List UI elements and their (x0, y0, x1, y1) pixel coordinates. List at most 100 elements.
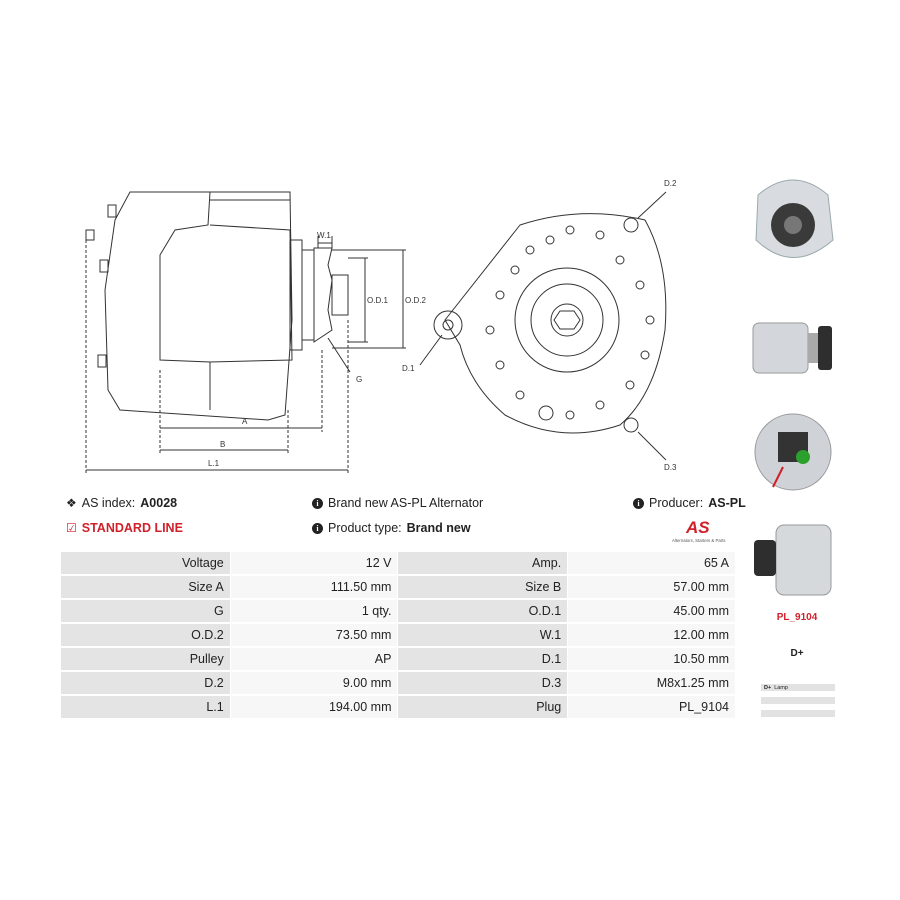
logo-mark: AS (685, 518, 710, 537)
terminal-stud (85, 229, 95, 241)
spec-value: 194.00 mm (229, 694, 399, 720)
product-photo-front (755, 179, 834, 258)
spec-value: PL_9104 (567, 694, 736, 720)
info-icon: i (312, 522, 323, 534)
producer-label: Producer: (649, 496, 704, 510)
as-index-row: ❖ AS index: A0028 (66, 496, 177, 510)
spec-value: 9.00 mm (229, 670, 399, 696)
alternator-front-body (444, 213, 667, 434)
leader-d2 (637, 191, 667, 219)
label-b: B (220, 440, 225, 449)
standard-line-row: ☑ STANDARD LINE (66, 521, 183, 535)
pulley-nut (550, 303, 584, 337)
technical-drawing: W.1 O.D.1 O.D.2 G A B L.1 D.1 D.2 D.3 (60, 170, 740, 480)
drawing-svg: W.1 O.D.1 O.D.2 G A B L.1 D.1 D.2 D.3 (85, 179, 677, 475)
label-d3: D.3 (664, 463, 677, 472)
front-housing-ring (514, 267, 620, 373)
label-d2: D.2 (664, 179, 677, 188)
legend-desc: Lamp (774, 684, 788, 691)
spec-label: D.2 (60, 670, 231, 696)
spec-value: 57.00 mm (567, 574, 736, 600)
info-icon: i (312, 497, 323, 509)
tag-icon: ❖ (66, 496, 77, 510)
product-photo-rear (754, 413, 832, 491)
spec-label: Voltage (60, 551, 231, 576)
label-od2: O.D.2 (405, 296, 426, 305)
spec-label: Size A (60, 574, 231, 600)
label-w1: W.1 (317, 231, 331, 240)
info-icon: i (633, 497, 644, 509)
as-pl-logo: AS Alternators, Starters & Parts (672, 518, 726, 543)
brand-new-text: Brand new AS-PL Alternator (328, 496, 484, 510)
spec-value: 111.50 mm (229, 574, 399, 600)
spec-label: D.1 (397, 646, 569, 672)
product-type-row: i Product type: Brand new (312, 521, 471, 535)
label-od1: O.D.1 (367, 296, 388, 305)
spec-value: 73.50 mm (229, 622, 399, 648)
spec-label: G (60, 598, 231, 624)
mount-hole-d3 (538, 405, 554, 421)
spec-label: L.1 (60, 694, 231, 720)
plug-terminal: D+ (790, 648, 804, 659)
mount-hole-d2 (623, 217, 639, 233)
leader-d3 (637, 431, 667, 461)
spec-value: 12.00 mm (567, 622, 736, 648)
spec-value: 45.00 mm (567, 598, 736, 624)
spec-label: Plug (397, 694, 569, 720)
side-collar (301, 249, 315, 341)
leader-d1 (419, 334, 443, 366)
as-index-label: AS index: (81, 496, 136, 510)
spec-value: AP (229, 646, 399, 672)
legend-row (761, 710, 835, 717)
side-body-inner (209, 199, 293, 363)
spec-value: 65 A (567, 551, 736, 576)
producer-value: AS-PL (708, 496, 746, 510)
plug-name: PL_9104 (776, 612, 818, 623)
legend-pin: D+ (764, 684, 772, 691)
as-index-value: A0028 (140, 496, 178, 510)
spec-value: 12 V (229, 551, 399, 576)
spec-label: Size B (397, 574, 569, 600)
producer-row: i Producer: AS-PL (633, 496, 746, 510)
side-body-contour (159, 191, 211, 410)
spec-label: Pulley (60, 646, 231, 672)
spec-label: D.3 (397, 670, 569, 696)
spec-value: 10.50 mm (567, 646, 736, 672)
product-type-label: Product type: (328, 521, 402, 535)
product-type-value: Brand new (406, 521, 471, 535)
mount-ear-d1 (433, 310, 463, 340)
label-l1: L.1 (208, 459, 220, 468)
label-g: G (356, 375, 362, 384)
plug-legend: D+ Lamp (761, 684, 835, 723)
checkbox-icon: ☑ (66, 521, 77, 535)
spec-value: M8x1.25 mm (567, 670, 736, 696)
pulley-side (313, 247, 333, 343)
product-photo-angle (754, 524, 832, 596)
label-a: A (242, 417, 248, 426)
spec-label: O.D.2 (60, 622, 231, 648)
side-bolt-mid (99, 259, 109, 273)
standard-line-label: STANDARD LINE (81, 521, 183, 535)
label-d1: D.1 (402, 364, 415, 373)
logo-tagline: Alternators, Starters & Parts (672, 538, 726, 543)
legend-row: D+ Lamp (761, 684, 835, 691)
product-photo-side (752, 322, 832, 374)
side-bolt-low (97, 354, 107, 368)
spec-label: Amp. (397, 551, 569, 576)
side-bolt-top (107, 204, 117, 218)
spec-label: O.D.1 (397, 598, 569, 624)
pulley-hub (331, 274, 349, 316)
leader-g (327, 337, 351, 373)
brand-new-row: i Brand new AS-PL Alternator (312, 496, 483, 510)
spec-value: 1 qty. (229, 598, 399, 624)
spec-label: W.1 (397, 622, 569, 648)
legend-row (761, 697, 835, 704)
